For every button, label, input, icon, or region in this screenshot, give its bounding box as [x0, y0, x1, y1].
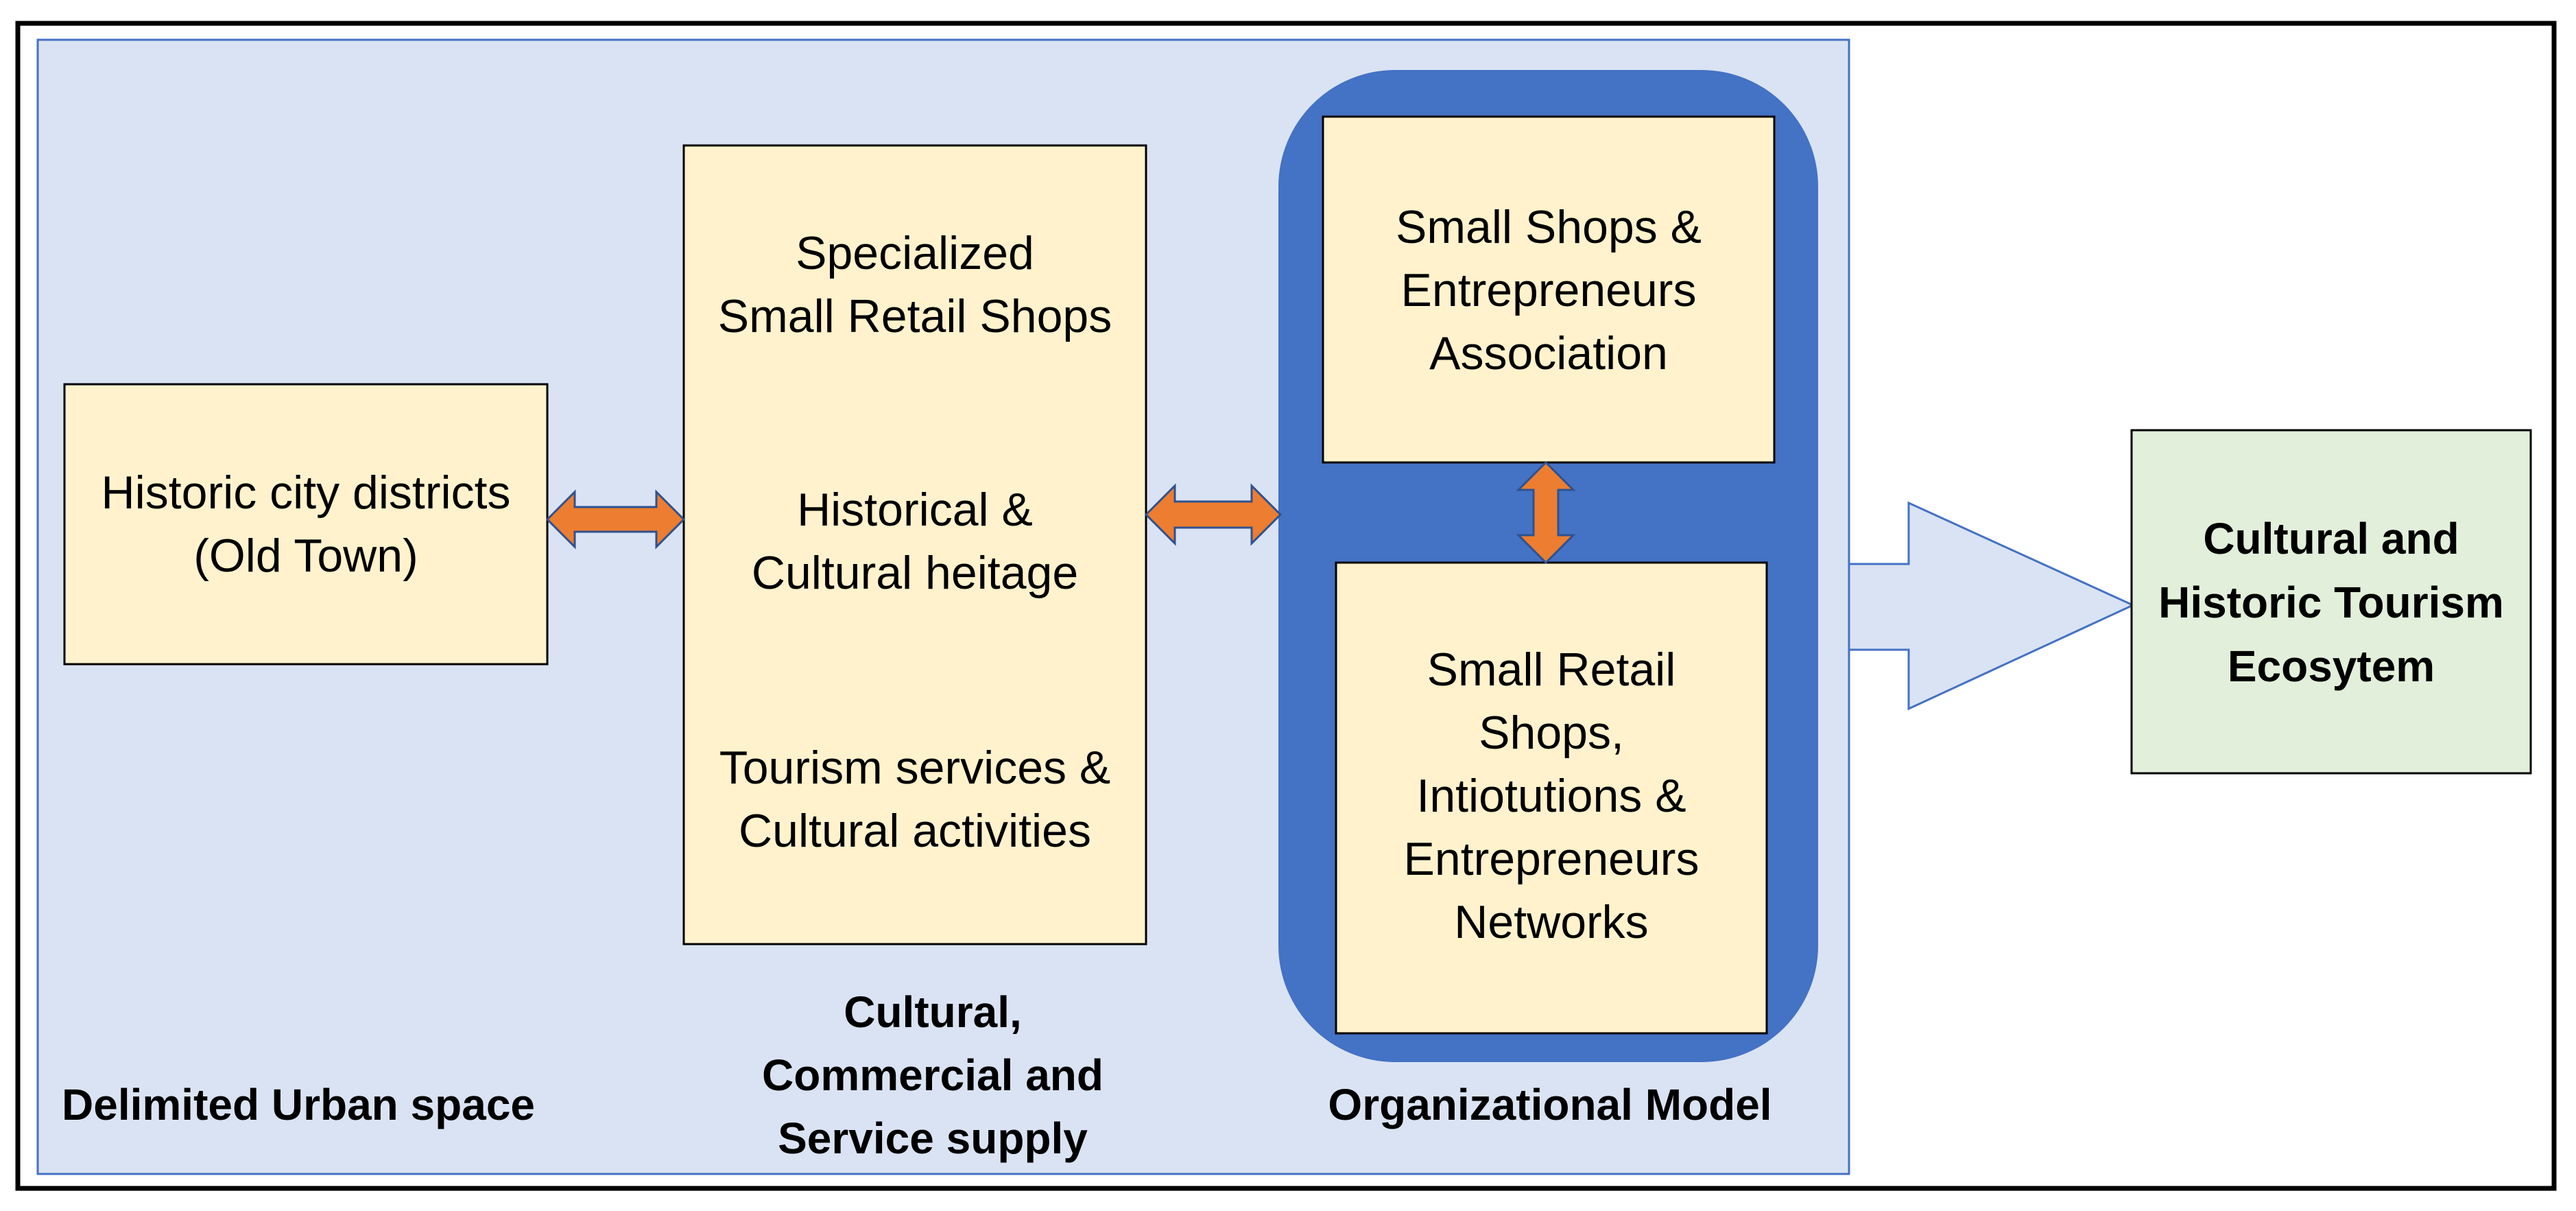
caption-org-model: Organizational Model — [1328, 1080, 1772, 1129]
caption-urban-space: Delimited Urban space — [62, 1080, 535, 1129]
connector-association-networks — [1516, 460, 1576, 565]
node-networks: Small Retail Shops, Intiotutions & Entre… — [1403, 644, 1700, 948]
networks-box — [1335, 561, 1768, 1035]
supply-box — [682, 144, 1147, 945]
caption-supply: Cultural, Commercial and Service supply — [762, 987, 1104, 1163]
connector-districts-supply — [545, 489, 686, 550]
node-tourism-services: Tourism services & Cultural activities — [719, 742, 1111, 857]
association-box — [1322, 115, 1776, 464]
node-heritage: Historical & Cultural heitage — [751, 484, 1079, 599]
node-association: Small Shops & Entrepreneurs Association — [1396, 201, 1702, 379]
connector-supply-org — [1144, 483, 1283, 546]
ecosystem-box — [2130, 429, 2532, 775]
node-historic-districts: Historic city districts (Old Town) — [101, 467, 511, 582]
node-ecosystem: Cultural and Historic Tourism Ecosytem — [2158, 513, 2504, 691]
historic-districts-box — [63, 383, 549, 666]
node-retail-shops: Specialized Small Retail Shops — [717, 227, 1112, 342]
flow-arrow — [1848, 501, 2136, 711]
